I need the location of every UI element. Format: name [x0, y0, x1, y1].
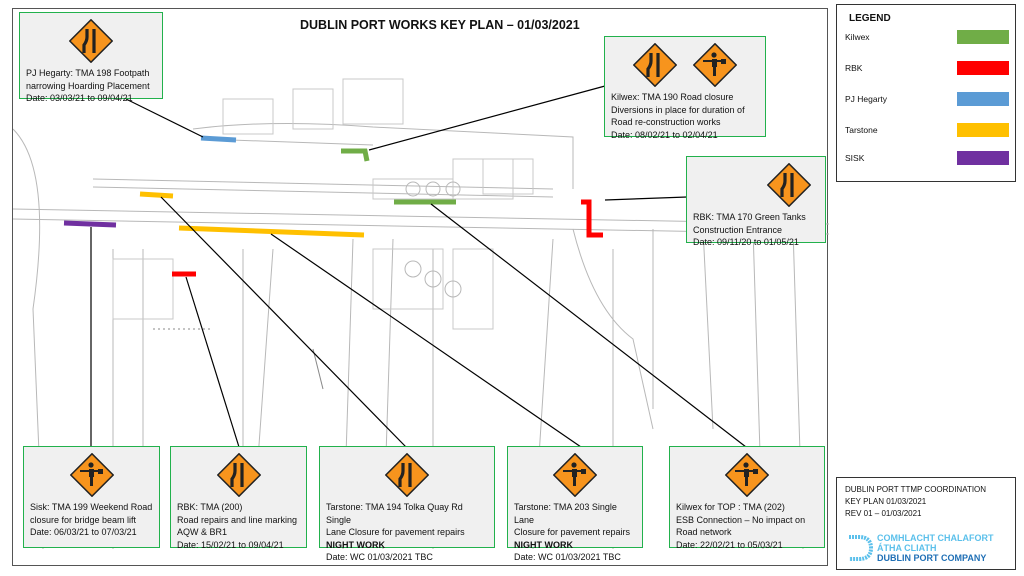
works-sisk-199: [63, 220, 117, 228]
title-block-line: REV 01 – 01/03/2021: [845, 509, 922, 518]
card-date: Date: 22/02/21 to 05/03/21: [676, 539, 783, 550]
night-work-label: NIGHT WORK: [514, 539, 573, 550]
works-card-tarstone-194: Tarstone: TMA 194 Tolka Quay Rd Single L…: [319, 446, 495, 562]
works-card-rbk-200: RBK: TMA (200) Road repairs and line mar…: [170, 446, 307, 550]
works-card-kilwex-190: Kilwex: TMA 190 Road closure Diversions …: [604, 36, 766, 140]
card-date: Date: 03/03/21 to 09/04/21: [26, 93, 133, 103]
card-text: RBK: TMA 170 Green Tanks: [693, 212, 806, 222]
night-work-label: NIGHT WORK: [326, 539, 385, 550]
legend-label: SISK: [845, 153, 865, 163]
legend-label: PJ Hegarty: [845, 94, 888, 104]
legend: LEGEND Kilwex RBK PJ Hegarty Tarstone SI…: [836, 4, 1016, 182]
legend-title: LEGEND: [849, 13, 891, 24]
card-date: Date: WC 01/03/2021 TBC: [326, 552, 433, 562]
map-basemap: [13, 78, 829, 550]
logo-text: COMHLACHT CHALAFORT: [877, 533, 994, 543]
legend-item-tarstone: Tarstone: [845, 123, 1009, 137]
logo-text: ÁTHA CLIATH: [877, 543, 937, 553]
flagman-sign-icon: [693, 43, 737, 87]
works-card-tarstone-203: Tarstone: TMA 203 Single Lane Closure fo…: [507, 446, 643, 562]
works-tarstone-203: [178, 225, 365, 238]
leader-rbk170: [604, 196, 688, 201]
works-rbk-170: [581, 199, 603, 238]
title-block: DUBLIN PORT TTMP COORDINATION KEY PLAN 0…: [836, 477, 1016, 570]
leader-kilwex202: [430, 203, 747, 448]
legend-item-rbk: RBK: [845, 61, 1009, 75]
lane-narrowing-sign-icon: [216, 453, 261, 497]
works-card-pj-hegarty: PJ Hegarty: TMA 198 Footpath narrowing H…: [19, 12, 163, 103]
card-text: Closure for pavement repairs: [514, 527, 631, 537]
legend-item-sisk: SISK: [845, 151, 1009, 165]
card-text: Road network: [676, 527, 732, 537]
flagman-sign-icon: [725, 453, 769, 497]
legend-swatch: [957, 61, 1009, 75]
lane-narrowing-sign-icon: [767, 163, 811, 207]
card-text: AQW & BR1: [177, 527, 228, 537]
works-card-kilwex-202: Kilwex for TOP : TMA (202) ESB Connectio…: [669, 446, 825, 550]
leader-pj: [125, 98, 204, 138]
works-tarstone-194: [139, 191, 174, 199]
legend-label: Tarstone: [845, 125, 878, 135]
works-pj-hegarty: [200, 135, 237, 143]
card-text: narrowing Hoarding Placement: [26, 80, 150, 91]
legend-label: RBK: [845, 63, 863, 73]
card-text: Road re-construction works: [611, 117, 721, 127]
leader-tarstone203: [270, 233, 582, 448]
card-text: Kilwex: TMA 190 Road closure: [611, 92, 734, 102]
legend-item-kilwex: Kilwex: [845, 30, 1009, 44]
works-card-sisk-199: Sisk: TMA 199 Weekend Road closure for b…: [23, 446, 160, 548]
card-text: Diversions in place for duration of: [611, 104, 745, 115]
lane-narrowing-sign-icon: [385, 453, 429, 497]
card-date: Date: WC 01/03/2021 TBC: [514, 552, 621, 562]
card-date: Date: 09/11/20 to 01/05/21: [693, 237, 799, 247]
legend-swatch: [957, 151, 1009, 165]
leader-tarstone194: [160, 196, 407, 448]
legend-swatch: [957, 92, 1009, 106]
card-text: Kilwex for TOP : TMA (202): [676, 502, 785, 512]
card-date: Date: 06/03/21 to 07/03/21: [30, 527, 137, 537]
title-block-line: KEY PLAN 01/03/2021: [845, 497, 927, 506]
card-text: Tarstone: TMA 203 Single Lane: [514, 502, 617, 525]
lane-narrowing-sign-icon: [633, 43, 677, 87]
works-overlay: [63, 85, 747, 448]
lane-narrowing-sign-icon: [69, 19, 113, 63]
page-title: DUBLIN PORT WORKS KEY PLAN – 01/03/2021: [300, 18, 580, 32]
card-text: Tarstone: TMA 194 Tolka Quay Rd Single: [326, 502, 463, 525]
card-text: closure for bridge beam lift: [30, 514, 137, 525]
card-date: Date: 08/02/21 to 02/04/21: [611, 129, 718, 140]
card-text: Lane Closure for pavement repairs: [326, 527, 465, 537]
legend-label: Kilwex: [845, 32, 870, 42]
flagman-sign-icon: [553, 453, 597, 497]
card-text: ESB Connection – No impact on: [676, 514, 806, 525]
legend-swatch: [957, 30, 1009, 44]
legend-item-pj-hegarty: PJ Hegarty: [845, 92, 1009, 106]
card-text: PJ Hegarty: TMA 198 Footpath: [26, 68, 150, 78]
flagman-sign-icon: [69, 453, 114, 497]
works-kilwex-190: [341, 148, 370, 162]
card-text: RBK: TMA (200): [177, 502, 243, 512]
legend-swatch: [957, 123, 1009, 137]
works-card-rbk-170: RBK: TMA 170 Green Tanks Construction En…: [686, 156, 826, 247]
card-text: Road repairs and line marking: [177, 514, 298, 525]
card-text: Sisk: TMA 199 Weekend Road: [30, 502, 153, 512]
dublin-port-logo-icon: [849, 535, 873, 561]
leader-rbk200: [185, 276, 240, 448]
card-text: Construction Entrance: [693, 224, 783, 235]
card-date: Date: 15/02/21 to 09/04/21: [177, 539, 284, 550]
logo-text: DUBLIN PORT COMPANY: [877, 553, 987, 563]
title-block-line: DUBLIN PORT TTMP COORDINATION: [845, 485, 987, 494]
leader-kilwex190: [368, 85, 606, 151]
